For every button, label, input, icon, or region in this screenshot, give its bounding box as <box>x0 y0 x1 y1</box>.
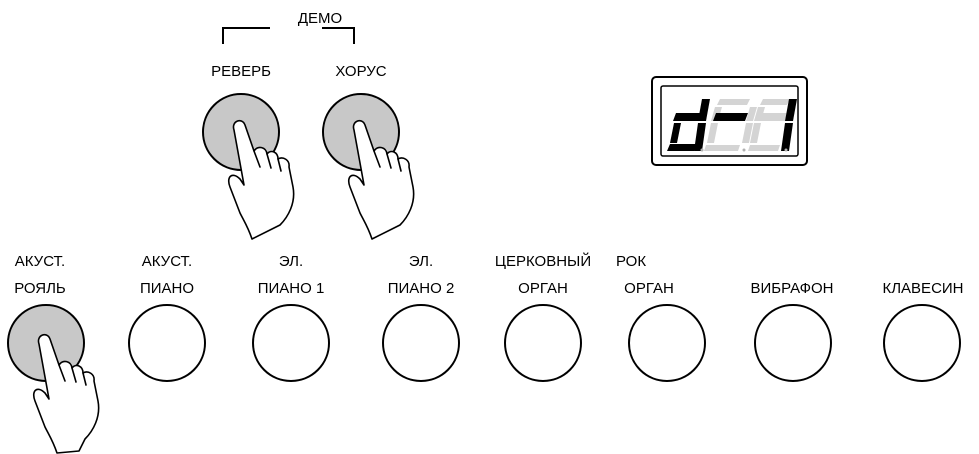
reverb-label: РЕВЕРБ <box>211 63 271 80</box>
voice-button-vibraphone[interactable] <box>754 304 832 382</box>
voice-button-electric-piano-2[interactable] <box>382 304 460 382</box>
voice-label-2-line2: ПИАНО <box>139 280 195 297</box>
voice-label-7-line2: ВИБРАФОН <box>750 280 834 297</box>
voice-button-rock-organ[interactable] <box>628 304 706 382</box>
voice-label-5-line1: ЦЕРКОВНЫЙ <box>494 253 592 270</box>
display-dots <box>700 148 788 152</box>
demo-bracket <box>222 27 355 44</box>
voice-label-6-line2: ОРГАН <box>624 280 674 297</box>
voice-button-acoustic-piano[interactable] <box>128 304 206 382</box>
voice-button-harpsichord[interactable] <box>883 304 961 382</box>
voice-label-1-line1: АКУСТ. <box>14 253 66 270</box>
voice-label-4-line2: ПИАНО 2 <box>387 280 455 297</box>
voice-label-5-line2: ОРГАН <box>518 280 568 297</box>
voice-button-church-organ[interactable] <box>504 304 582 382</box>
pointing-hand-icon <box>347 119 415 240</box>
led-display <box>651 76 808 166</box>
pointing-hand-icon <box>227 119 295 240</box>
demo-label: ДЕМО <box>297 10 343 27</box>
voice-button-electric-piano-1[interactable] <box>252 304 330 382</box>
chorus-label: ХОРУС <box>335 63 387 80</box>
voice-label-4-line1: ЭЛ. <box>408 253 434 270</box>
pointing-hand-icon <box>32 333 100 454</box>
voice-label-8-line2: КЛАВЕСИН <box>882 280 964 297</box>
display-digit-2 <box>704 99 757 151</box>
voice-label-6-line1: РОК <box>616 253 647 270</box>
voice-label-3-line1: ЭЛ. <box>278 253 304 270</box>
display-digit-3 <box>748 99 797 151</box>
voice-label-1-line2: РОЯЛЬ <box>14 280 66 297</box>
display-digit-1 <box>667 99 710 151</box>
voice-label-2-line1: АКУСТ. <box>141 253 193 270</box>
voice-label-3-line2: ПИАНО 1 <box>257 280 325 297</box>
